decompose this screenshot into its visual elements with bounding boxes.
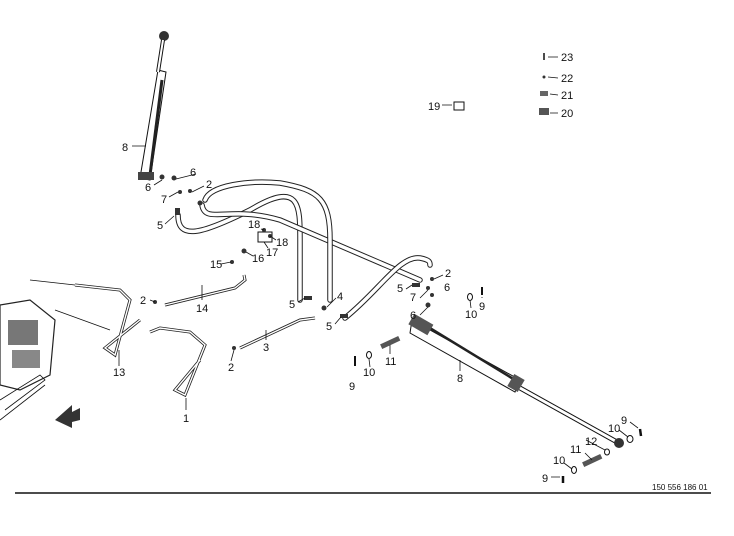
callout: 15 <box>210 259 222 271</box>
callout: 6 <box>410 310 416 322</box>
callout: 8 <box>457 373 463 385</box>
direction-arrow-icon <box>55 405 80 428</box>
callout: 22 <box>561 73 573 85</box>
small-parts <box>153 53 643 483</box>
callout: 9 <box>479 301 485 313</box>
callout: 19 <box>428 101 440 113</box>
hydraulic-hoses <box>175 179 433 321</box>
callout: 11 <box>570 444 581 456</box>
callout: 23 <box>561 52 573 64</box>
lower-hydraulic-cylinder <box>408 313 624 448</box>
callout: 2 <box>140 295 146 307</box>
callout: 6 <box>190 167 196 179</box>
callout: 3 <box>263 342 269 354</box>
callout: 11 <box>385 356 396 368</box>
callout-labels: 8 6 6 7 2 5 18 18 17 16 15 14 2 13 3 2 1… <box>113 52 627 485</box>
callout: 12 <box>585 436 597 448</box>
callout: 5 <box>326 321 332 333</box>
callout: 1 <box>183 413 189 425</box>
callout: 20 <box>561 108 573 120</box>
callout: 21 <box>561 90 573 102</box>
callout: 7 <box>410 292 416 304</box>
callout: 2 <box>445 268 451 280</box>
callout: 7 <box>161 194 167 206</box>
callout: 2 <box>206 179 212 191</box>
callout: 10 <box>465 309 477 321</box>
callout: 13 <box>113 367 125 379</box>
leader-lines <box>118 56 639 478</box>
callout: 17 <box>266 247 278 259</box>
callout: 4 <box>337 291 343 303</box>
callout: 5 <box>397 283 403 295</box>
callout: 5 <box>289 299 295 311</box>
callout: 2 <box>228 362 234 374</box>
document-number: 150 556 186 01 <box>652 483 708 492</box>
callout: 10 <box>553 455 565 467</box>
callout: 9 <box>349 381 355 393</box>
callout: 6 <box>145 182 151 194</box>
callout: 9 <box>621 415 627 427</box>
callout: 8 <box>122 142 128 154</box>
callout: 10 <box>608 423 620 435</box>
callout: 18 <box>248 219 260 231</box>
callout: 9 <box>542 473 548 485</box>
rigid-pipes <box>74 274 316 398</box>
callout: 10 <box>363 367 375 379</box>
callout: 5 <box>157 220 163 232</box>
callout: 6 <box>444 282 450 294</box>
callout: 14 <box>196 303 208 315</box>
control-valve-block <box>0 279 111 421</box>
upper-hydraulic-cylinder <box>138 31 169 181</box>
callout: 18 <box>276 237 288 249</box>
callout: 16 <box>252 253 264 265</box>
